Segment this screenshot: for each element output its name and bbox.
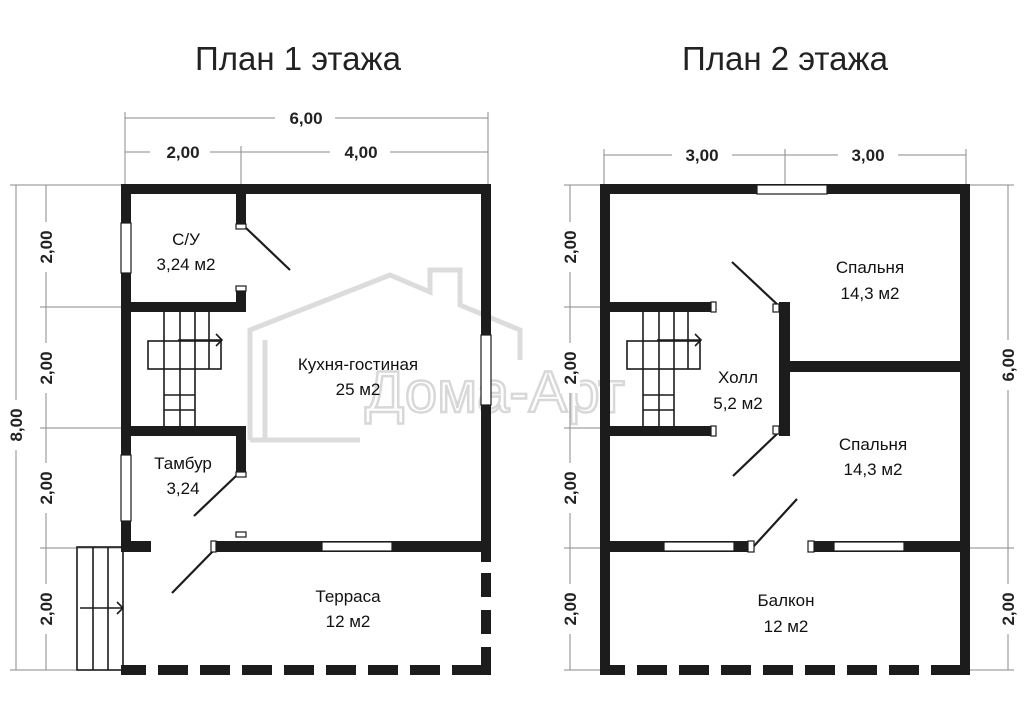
room-balcony-area: 12 м2	[764, 617, 809, 636]
floor1-entrance-steps	[76, 546, 125, 671]
dim2-right-total: 6,00	[999, 348, 1018, 381]
room-bedroom2-name: Спальня	[839, 435, 907, 454]
dim2-right-bottom: 2,00	[999, 592, 1018, 625]
floor1-windows	[120, 222, 492, 552]
room-bedroom2-area: 14,3 м2	[844, 460, 903, 479]
floor2-windows	[663, 184, 905, 552]
dim2-h3: 2,00	[561, 471, 580, 504]
room-bedroom1-area: 14,3 м2	[841, 284, 900, 303]
room-bedroom1-name: Спальня	[836, 258, 904, 277]
dim-h4: 2,00	[37, 592, 56, 625]
dim-h1: 2,00	[37, 230, 56, 263]
dim-total-width: 6,00	[289, 109, 322, 128]
room-kitchen-name: Кухня-гостиная	[298, 355, 418, 374]
floor1-staircase	[147, 312, 224, 426]
watermark-logo: Дома-Арт	[247, 267, 626, 443]
dim-left-width: 2,00	[166, 143, 199, 162]
floor2-title: План 2 этажа	[682, 40, 889, 77]
room-vestibule-area: 3,24	[166, 479, 199, 498]
floor1-doors	[171, 223, 291, 594]
dim2-right-width: 3,00	[851, 146, 884, 165]
floor2-doors	[710, 261, 815, 553]
room-hall-name: Холл	[718, 368, 758, 387]
watermark-text: Дома-Арт	[365, 360, 625, 425]
floor2-room-labels: Спальня 14,3 м2 Холл 5,2 м2 Спальня 14,3…	[713, 258, 907, 636]
room-balcony-name: Балкон	[757, 591, 814, 610]
floor1-room-labels: С/У 3,24 м2 Кухня-гостиная 25 м2 Тамбур …	[154, 230, 418, 631]
dim2-h1: 2,00	[561, 230, 580, 263]
floor2-staircase	[626, 312, 703, 426]
room-terrace-area: 12 м2	[326, 612, 371, 631]
dim-right-width: 4,00	[344, 143, 377, 162]
floor1-dimensions: 6,00 2,00 4,00 8,00 2,00 2,00 2,00 2,00	[6, 108, 489, 671]
floor1-title: План 1 этажа	[195, 40, 402, 77]
room-vestibule-name: Тамбур	[154, 454, 212, 473]
room-kitchen-area: 25 м2	[336, 380, 381, 399]
room-bathroom-name: С/У	[172, 230, 200, 249]
floor2-dimensions: 3,00 3,00 2,00 2,00 2,00 2,00 6,00 2,00	[560, 145, 1018, 671]
dim2-h4: 2,00	[561, 592, 580, 625]
room-hall-area: 5,2 м2	[713, 394, 763, 413]
dim2-h2: 2,00	[561, 351, 580, 384]
room-terrace-name: Терраса	[315, 587, 381, 606]
dim-h2: 2,00	[37, 351, 56, 384]
room-bathroom-area: 3,24 м2	[157, 255, 216, 274]
dim-h3: 2,00	[37, 471, 56, 504]
dim2-left-width: 3,00	[685, 146, 718, 165]
dim-total-height: 8,00	[7, 408, 26, 441]
